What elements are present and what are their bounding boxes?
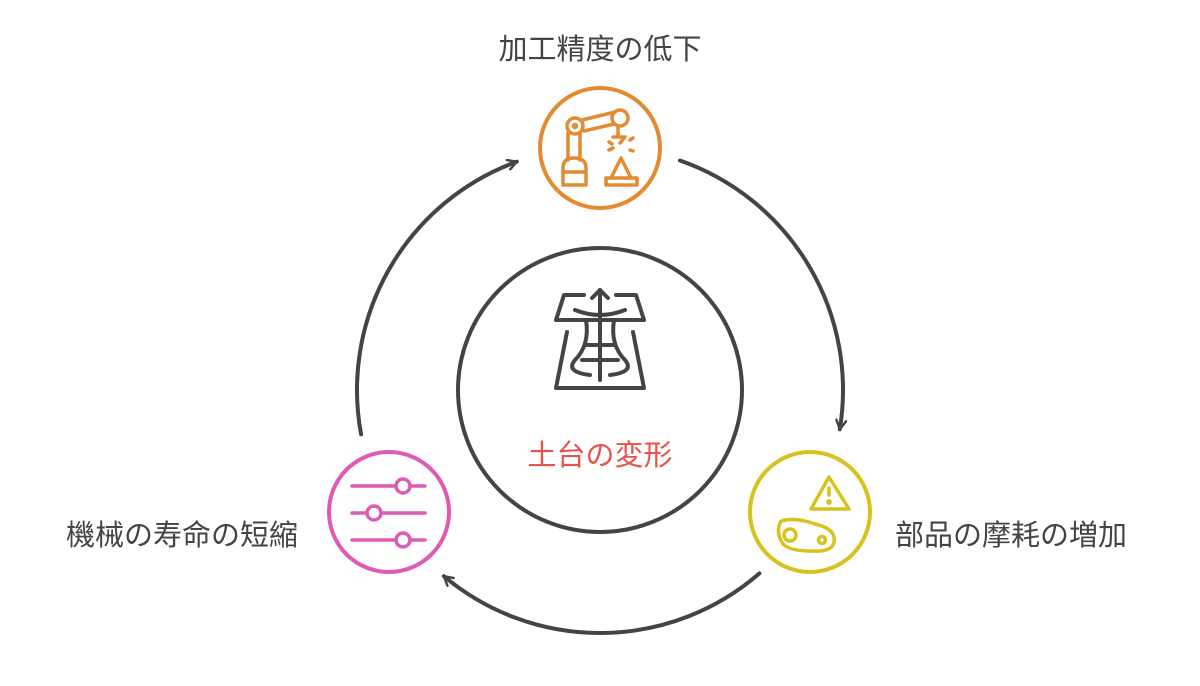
sliders-icon [350,477,427,549]
robot-arm-icon [561,108,639,187]
node-label-top: 加工精度の低下 [498,32,702,66]
node-label-left: 機械の寿命の短縮 [65,518,298,552]
belt-warning-icon [776,475,851,553]
center-label: 土台の変形 [527,438,673,472]
node-circle-top [538,86,662,210]
arrow-right-to-left [441,571,762,635]
node-circle-right [748,450,872,574]
foundation-deformation-icon [554,288,646,390]
arrow-top-to-right [677,158,843,432]
node-circle-left [327,450,451,574]
center-circle [456,246,744,534]
arrow-left-to-top [355,162,519,437]
node-label-right: 部品の摩耗の増加 [895,518,1128,552]
